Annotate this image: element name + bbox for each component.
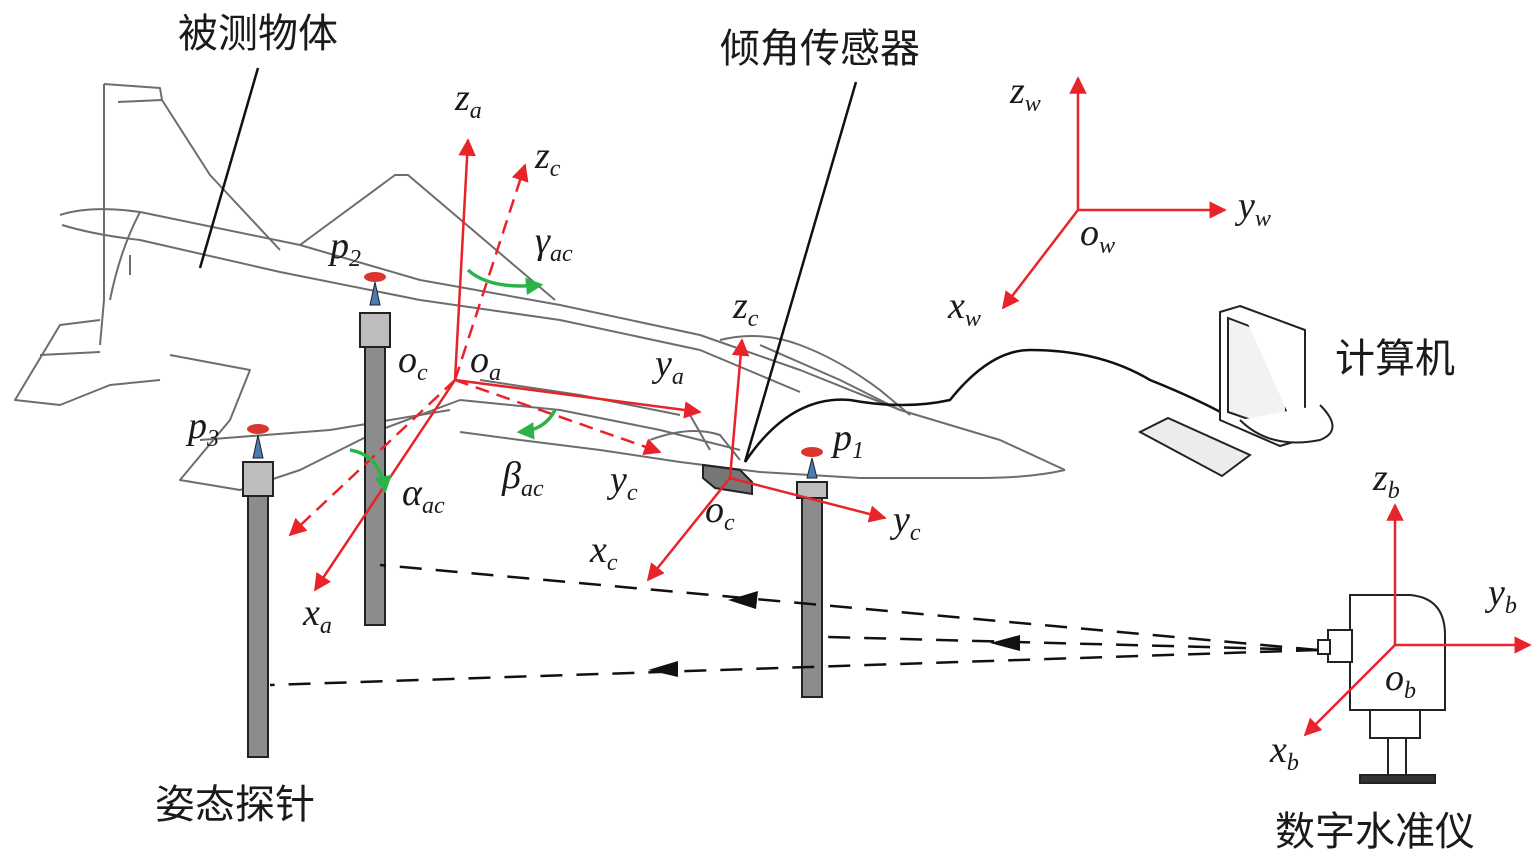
label-zb: zb	[1372, 457, 1400, 504]
probe-p1	[796, 447, 828, 698]
label-zc2: zc	[732, 285, 759, 332]
probe-p2	[359, 272, 391, 626]
label-yc1: yc	[606, 459, 638, 506]
frame-a	[288, 138, 702, 592]
label-alpha: αac	[402, 472, 445, 519]
label-oc1: oc	[398, 339, 428, 386]
label-xw: xw	[947, 285, 981, 332]
label-zc1: zc	[534, 135, 561, 182]
label-p1: p1	[830, 417, 864, 464]
label-oa: oa	[470, 339, 501, 386]
rotation-arrows	[349, 268, 557, 494]
label-yc2: yc	[889, 499, 921, 546]
digital-level-icon	[1317, 594, 1446, 784]
frame-b	[1303, 503, 1532, 737]
sensor-cable	[743, 348, 1236, 463]
aircraft-outline	[14, 83, 1066, 491]
label-yw: yw	[1234, 185, 1271, 232]
label-p2: p2	[327, 225, 361, 272]
probe-p3	[242, 424, 274, 758]
sight-lines	[269, 563, 1319, 687]
label-tilt-sensor: 倾角传感器	[720, 26, 920, 72]
label-measured-object: 被测物体	[178, 11, 338, 57]
frame-w	[1001, 76, 1227, 310]
computer-icon	[1137, 304, 1334, 478]
label-yb: yb	[1484, 572, 1517, 619]
label-digital-level: 数字水准仪	[1275, 809, 1475, 855]
sight-arrows	[648, 591, 1020, 677]
label-xc2: xc	[589, 529, 618, 576]
label-attitude-probe: 姿态探针	[155, 782, 315, 828]
label-beta: βac	[501, 455, 544, 502]
leader-lines	[198, 67, 858, 463]
label-gamma: γac	[535, 220, 573, 267]
frame-c-sensor	[646, 338, 887, 582]
label-oc2: oc	[705, 489, 735, 536]
label-ow: ow	[1080, 212, 1115, 259]
label-ob: ob	[1385, 657, 1416, 704]
label-zw: zw	[1009, 70, 1041, 117]
label-xa: xa	[302, 592, 332, 639]
label-xb: xb	[1269, 729, 1299, 776]
label-ya: ya	[651, 343, 684, 390]
label-computer: 计算机	[1335, 336, 1455, 382]
label-za: za	[454, 77, 482, 124]
label-p3: p3	[185, 405, 219, 452]
